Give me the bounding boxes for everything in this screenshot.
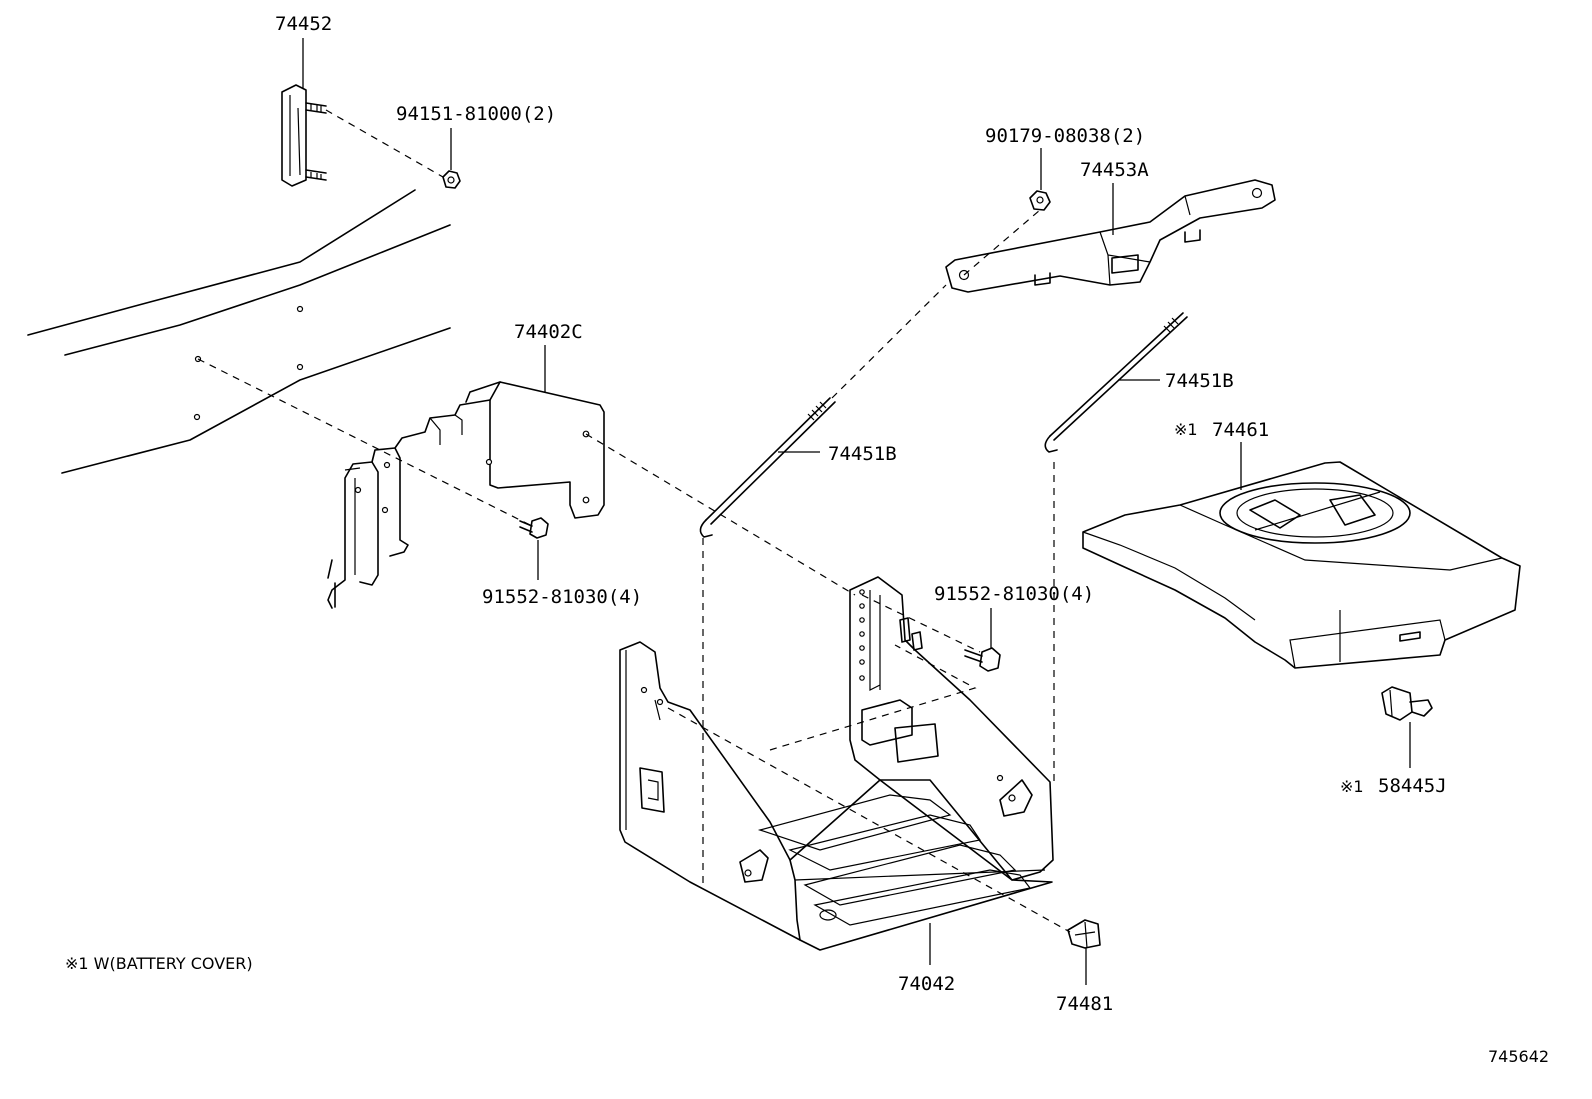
- clamp-74481: [1067, 919, 1101, 949]
- footnote: ※1 W(BATTERY COVER): [65, 954, 253, 973]
- label-74402C: 74402C: [514, 321, 583, 343]
- label-74042: 74042: [898, 973, 955, 995]
- bracket-74402C: [327, 381, 605, 609]
- label-74461: 74461: [1212, 419, 1269, 441]
- label-91552-right: 91552-81030(4): [934, 583, 1094, 605]
- battery-cover-74461: [1082, 461, 1521, 669]
- label-94151: 94151-81000(2): [396, 103, 556, 125]
- nut-94151: [442, 170, 461, 189]
- label-74452: 74452: [275, 13, 332, 35]
- label-74451B-center: 74451B: [828, 443, 897, 465]
- assembly-lines: [197, 109, 1071, 933]
- frame-rail: [27, 189, 451, 474]
- label-91552-left: 91552-81030(4): [482, 586, 642, 608]
- label-74481: 74481: [1056, 993, 1113, 1015]
- bolt-91552-right: [964, 647, 1001, 672]
- label-74451B-right: 74451B: [1165, 370, 1234, 392]
- bracket-74452: [281, 84, 327, 187]
- leader-lines: [302, 38, 1411, 985]
- nut-90179: [1029, 190, 1051, 211]
- diagram-id: 745642: [1488, 1047, 1549, 1066]
- battery-tray-74042: [619, 576, 1054, 951]
- label-74461-mark: ※1: [1174, 420, 1198, 439]
- bolt-91552-left: [519, 517, 549, 539]
- rod-74451B-right: [1044, 312, 1188, 453]
- label-58445J-mark: ※1: [1340, 777, 1364, 796]
- label-90179: 90179-08038(2): [985, 125, 1145, 147]
- rod-74451B-center: [699, 397, 836, 538]
- clamp-74453A: [945, 179, 1276, 293]
- clip-58445J: [1381, 686, 1433, 721]
- label-74453A: 74453A: [1080, 159, 1149, 181]
- label-58445J: 58445J: [1378, 775, 1447, 797]
